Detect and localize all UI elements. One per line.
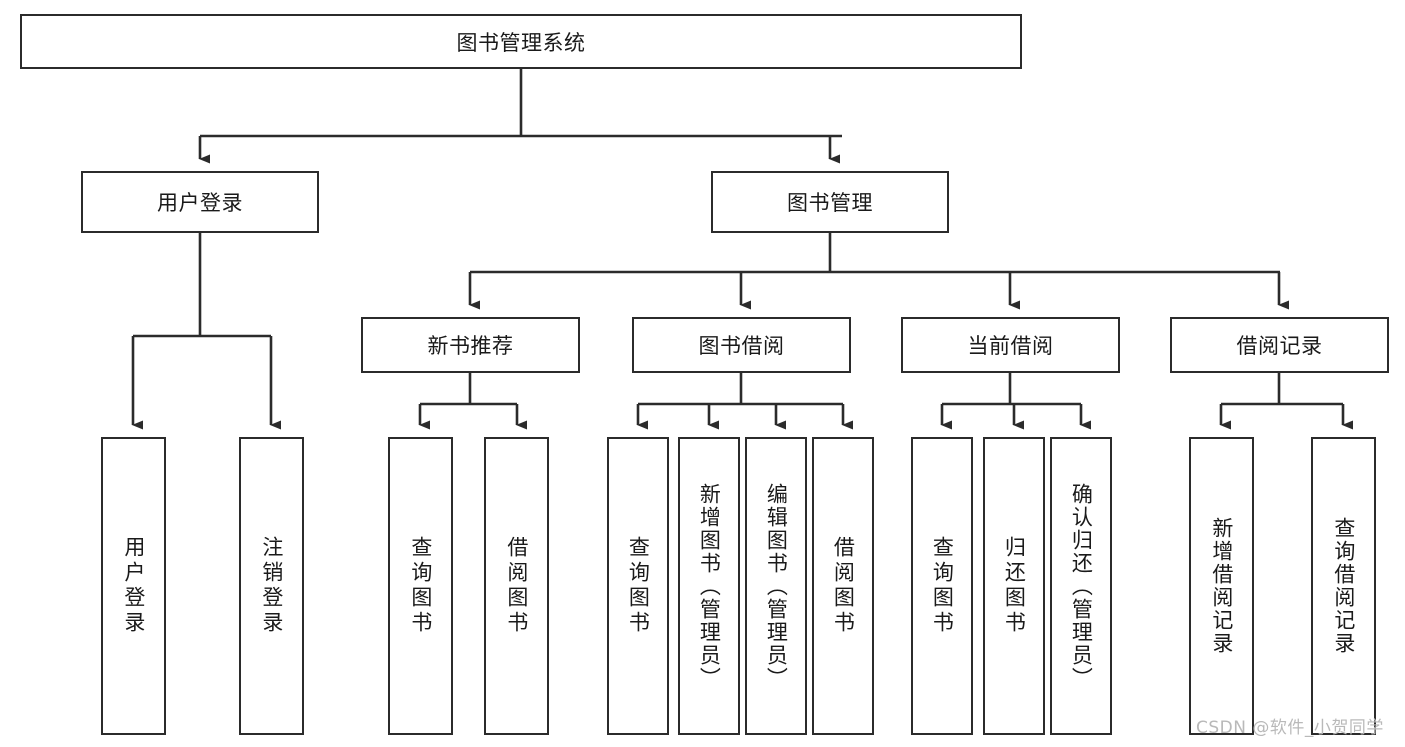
- leaf-current-confirm-return-admin[interactable]: 确认归还（管理员）: [1050, 437, 1112, 735]
- leaf-borrow-add-book-admin[interactable]: 新增图书（管理员）: [678, 437, 740, 735]
- node-root-system[interactable]: 图书管理系统: [20, 14, 1022, 69]
- leaf-current-query[interactable]: 查询图书: [911, 437, 973, 735]
- leaf-borrow-query[interactable]: 查询图书: [607, 437, 669, 735]
- leaf-current-return-book[interactable]: 归还图书: [983, 437, 1045, 735]
- leaf-new-books-borrow[interactable]: 借阅图书: [484, 437, 549, 735]
- leaf-borrow-borrow-book[interactable]: 借阅图书: [812, 437, 874, 735]
- csdn-watermark: CSDN @软件_小贺同学: [1196, 718, 1384, 738]
- node-new-book-recommend[interactable]: 新书推荐: [361, 317, 580, 373]
- leaf-new-books-query[interactable]: 查询图书: [388, 437, 453, 735]
- node-book-management[interactable]: 图书管理: [711, 171, 949, 233]
- node-borrow-records[interactable]: 借阅记录: [1170, 317, 1389, 373]
- leaf-records-add-record[interactable]: 新增借阅记录: [1189, 437, 1254, 735]
- leaf-records-query-record[interactable]: 查询借阅记录: [1311, 437, 1376, 735]
- node-user-login[interactable]: 用户登录: [81, 171, 319, 233]
- leaf-user-login-signin[interactable]: 用户登录: [101, 437, 166, 735]
- leaf-borrow-edit-book-admin[interactable]: 编辑图书（管理员）: [745, 437, 807, 735]
- node-book-borrow[interactable]: 图书借阅: [632, 317, 851, 373]
- node-current-borrow[interactable]: 当前借阅: [901, 317, 1120, 373]
- leaf-user-login-signout[interactable]: 注销登录: [239, 437, 304, 735]
